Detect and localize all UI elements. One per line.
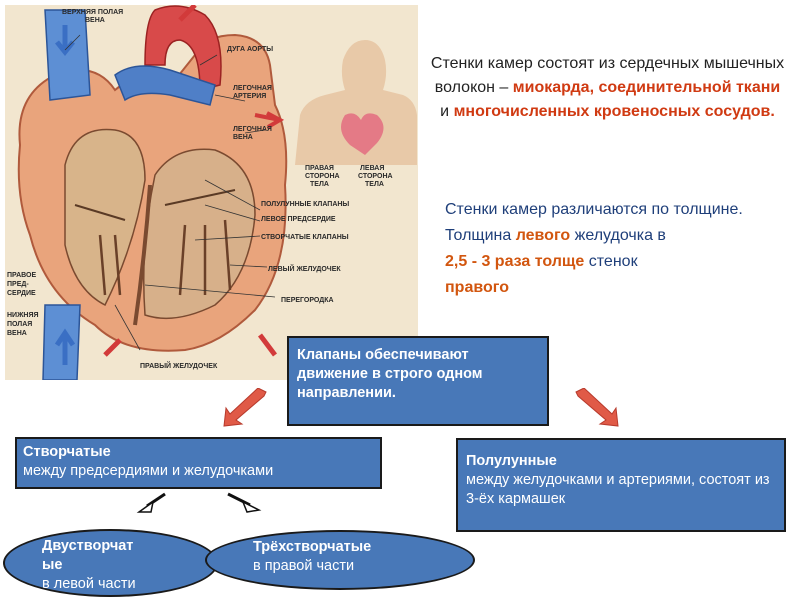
label-ivc-line2: ПОЛАЯ bbox=[7, 321, 32, 328]
intro-paragraph: Стенки камер состоят из сердечных мышечн… bbox=[430, 52, 785, 124]
thickness-line3-end: стенок bbox=[588, 253, 638, 270]
label-right-side-line3: ТЕЛА bbox=[310, 181, 329, 188]
arrow-to-semilunar-icon bbox=[575, 388, 619, 427]
label-right-atrium-line1: ПРАВОЕ bbox=[7, 272, 36, 279]
bicuspid-title-line2: ые bbox=[42, 557, 63, 573]
label-aortic-arch: ДУГА АОРТЫ bbox=[227, 46, 273, 53]
label-ivc-line1: НИЖНЯЯ bbox=[7, 312, 39, 319]
leaflet-description: между предсердиями и желудочками bbox=[23, 463, 274, 479]
label-left-side-line3: ТЕЛА bbox=[365, 181, 384, 188]
thickness-left-highlight: левого bbox=[515, 227, 571, 244]
label-ivc: НИЖНЯЯ ПОЛАЯ ВЕНА bbox=[7, 312, 39, 337]
intro-conjunction: и bbox=[440, 103, 450, 120]
valves-function-text: Клапаны обеспечивают движение в строго о… bbox=[297, 347, 483, 401]
thickness-line1: Стенки камер различаются по толщине. bbox=[445, 201, 743, 218]
thickness-paragraph: Стенки камер различаются по толщине. Тол… bbox=[445, 197, 790, 301]
label-leaflet-valves: СТВОРЧАТЫЕ КЛАПАНЫ bbox=[261, 234, 349, 241]
label-pulmonary-artery-line2: АРТЕРИЯ bbox=[233, 93, 266, 100]
arrow-to-leaflet-icon bbox=[223, 388, 267, 427]
tricuspid-ellipse: Трёхстворчатые в правой части bbox=[205, 530, 475, 590]
leaflet-title: Створчатые bbox=[23, 444, 111, 460]
label-svc-line1: ВЕРХНЯЯ ПОЛАЯ bbox=[62, 9, 123, 16]
label-right-atrium: ПРАВОЕ ПРЕД- СЕРДИЕ bbox=[7, 272, 36, 297]
label-svc-line2: ВЕНА bbox=[85, 17, 105, 24]
label-right-atrium-line2: ПРЕД- bbox=[7, 281, 29, 288]
arrowhead-left-icon bbox=[136, 500, 155, 513]
semilunar-valves-box: Полулунные между желудочками и артериями… bbox=[456, 438, 786, 532]
tricuspid-title: Трёхстворчатые bbox=[253, 539, 372, 555]
bicuspid-title-line1: Двустворчат bbox=[42, 538, 134, 554]
valves-function-box: Клапаны обеспечивают движение в строго о… bbox=[287, 336, 549, 426]
label-semilunar-valves: ПОЛУЛУННЫЕ КЛАПАНЫ bbox=[261, 201, 349, 208]
label-right-side-line1: ПРАВАЯ bbox=[305, 165, 334, 172]
semilunar-description: между желудочками и артериями, состоят и… bbox=[466, 472, 770, 507]
bicuspid-description: в левой части bbox=[42, 576, 136, 592]
label-left-side-line1: ЛЕВАЯ bbox=[360, 165, 384, 172]
thickness-line2-end: желудочка в bbox=[574, 227, 666, 244]
arrowhead-right-icon bbox=[241, 500, 262, 513]
label-pulmonary-artery-line1: ЛЕГОЧНАЯ bbox=[233, 85, 272, 92]
label-right-atrium-line3: СЕРДИЕ bbox=[7, 290, 36, 297]
label-left-side-line2: СТОРОНА bbox=[358, 173, 393, 180]
label-left-ventricle: ЛЕВЫЙ ЖЕЛУДОЧЕК bbox=[268, 264, 341, 273]
label-left-atrium: ЛЕВОЕ ПРЕДСЕРДИЕ bbox=[261, 216, 336, 223]
bicuspid-ellipse: Двустворчат ые в левой части bbox=[3, 529, 218, 597]
label-septum: ПЕРЕГОРОДКА bbox=[281, 297, 334, 304]
intro-highlight-myocardium: миокарда, соединительной ткани bbox=[512, 79, 781, 96]
thickness-line3: 2,5 - 3 раза толще стенок bbox=[445, 249, 790, 275]
leaflet-valves-box: Створчатые между предсердиями и желудочк… bbox=[15, 437, 382, 489]
label-pulmonary-vein-line1: ЛЕГОЧНАЯ bbox=[233, 126, 272, 133]
label-right-ventricle: ПРАВЫЙ ЖЕЛУДОЧЕК bbox=[140, 361, 218, 370]
label-pulmonary-vein-line2: ВЕНА bbox=[233, 134, 253, 141]
thickness-line2: Толщина левого желудочка в bbox=[445, 223, 790, 249]
thickness-ratio-highlight: 2,5 - 3 раза толще bbox=[445, 253, 585, 270]
thickness-line2-start: Толщина bbox=[445, 227, 512, 244]
intro-highlight-vessels: многочисленных кровеносных сосудов. bbox=[453, 103, 775, 120]
thickness-right-highlight: правого bbox=[445, 279, 509, 296]
intro-text-part1: Стенки камер состоят из сердечных мышечн… bbox=[430, 55, 785, 96]
sub-arrows-icon bbox=[136, 492, 262, 513]
tricuspid-description: в правой части bbox=[253, 558, 355, 574]
label-ivc-line3: ВЕНА bbox=[7, 330, 27, 337]
semilunar-title: Полулунные bbox=[466, 453, 557, 469]
label-right-side-line2: СТОРОНА bbox=[305, 173, 340, 180]
